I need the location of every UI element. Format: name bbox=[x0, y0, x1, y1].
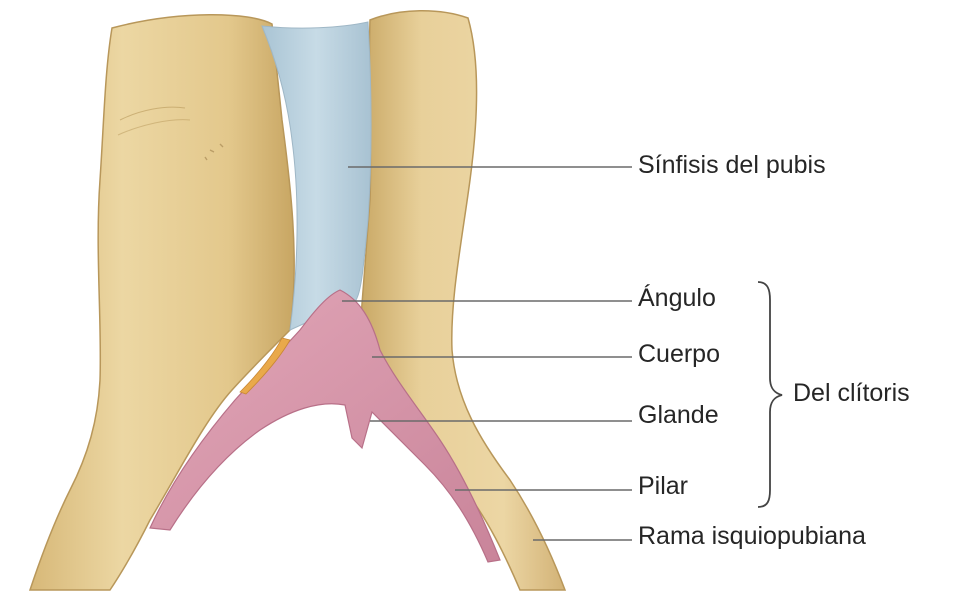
label-angulo: Ángulo bbox=[638, 286, 716, 311]
label-del-clitoris: Del clítoris bbox=[793, 381, 910, 406]
label-pilar: Pilar bbox=[638, 474, 688, 499]
label-rama-isquiopubiana: Rama isquiopubiana bbox=[638, 524, 866, 549]
curly-brace bbox=[758, 282, 782, 507]
label-sinfisis-del-pubis: Sínfisis del pubis bbox=[638, 153, 826, 178]
label-cuerpo: Cuerpo bbox=[638, 342, 720, 367]
label-glande: Glande bbox=[638, 403, 719, 428]
